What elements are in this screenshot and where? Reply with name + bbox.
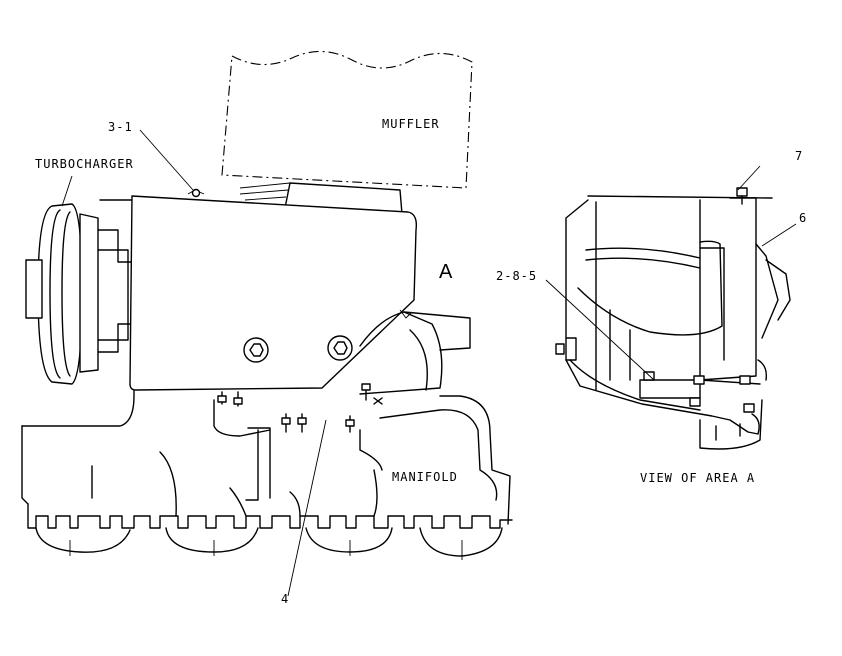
detail-view-area-a: 7 6 2-8-5 VIEW OF AREA A: [496, 149, 807, 485]
callout-3-1: 3-1: [108, 120, 133, 134]
callout-7: 7: [795, 149, 803, 163]
muffler-label: MUFFLER: [382, 117, 440, 131]
manifold-label: MANIFOLD: [392, 470, 458, 484]
turbocharger-label: TURBOCHARGER: [35, 157, 134, 171]
elbow-part: [359, 309, 471, 395]
view-caption: VIEW OF AREA A: [640, 471, 755, 485]
callout-6: 6: [799, 211, 807, 225]
callout-2-8-5: 2-8-5: [496, 269, 537, 283]
muffler-part: MUFFLER: [221, 50, 473, 215]
area-marker-a: A: [439, 261, 453, 283]
manifold-part: MANIFOLD 4: [21, 383, 513, 606]
main-view: MUFFLER TURBOCHARGER 3-1 A: [21, 50, 513, 606]
callout-4: 4: [281, 592, 289, 606]
heat-shield-part: 3-1 A: [108, 120, 453, 391]
turbocharger-part: TURBOCHARGER: [25, 157, 134, 385]
